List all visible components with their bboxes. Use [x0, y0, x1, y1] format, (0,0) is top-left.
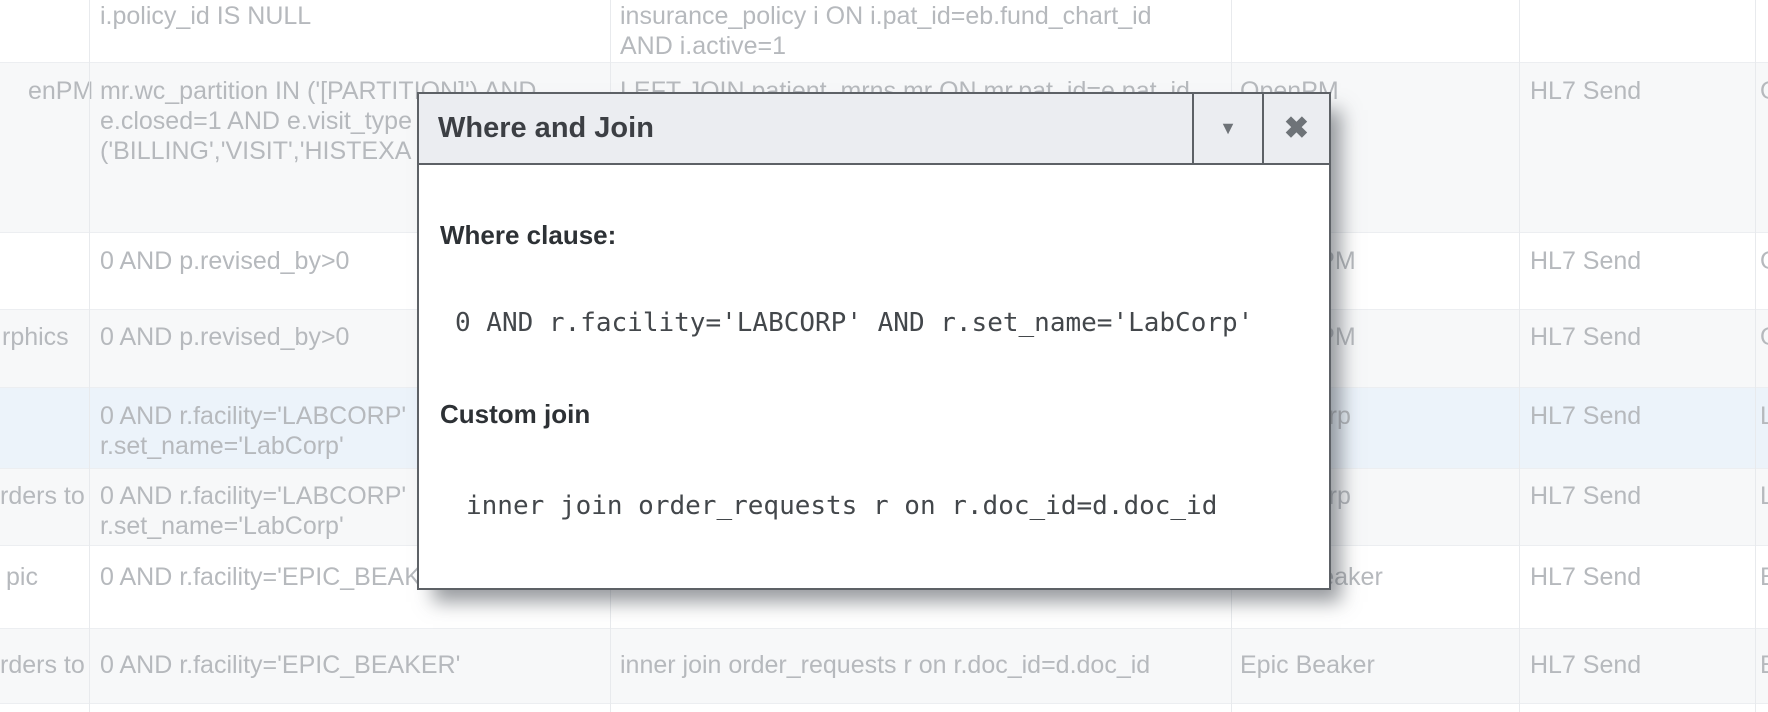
cell-action: HL7 Send	[1530, 247, 1642, 275]
cell-action: HL7 Send	[1530, 77, 1642, 105]
dialog-title: Where and Join	[438, 112, 654, 144]
cell-name: enPM	[28, 77, 94, 105]
cell-action: HL7 Send	[1530, 323, 1642, 351]
cell-where: mr.wc_partition IN ('[PARTITION]') AND e…	[100, 77, 537, 165]
cell-where: i.policy_id IS NULL	[100, 2, 312, 30]
cell-source: Epic Beaker	[1240, 651, 1375, 679]
cell-extra: L	[1760, 482, 1768, 510]
cell-action: HL7 Send	[1530, 651, 1642, 679]
where-clause-label: Where clause:	[440, 220, 617, 250]
cell-where: 0 AND p.revised_by>0	[100, 323, 350, 351]
cell-join: insurance_policy i ON i.pat_id=eb.fund_c…	[620, 2, 1152, 60]
cell-extra: L	[1760, 402, 1768, 430]
cell-name: rphics	[2, 323, 69, 351]
cell-where: 0 AND r.facility='EPIC_BEAKER'	[100, 563, 461, 591]
chevron-down-icon: ▼	[1219, 118, 1237, 138]
cell-where: 0 AND r.facility='EPIC_BEAKER'	[100, 651, 461, 679]
cell-action: HL7 Send	[1530, 402, 1642, 430]
table-row[interactable]: i.policy_id IS NULL insurance_policy i O…	[0, 0, 1768, 62]
dialog-titlebar[interactable]: Where and Join ▼ ✖	[419, 94, 1329, 165]
cell-extra: O	[1760, 322, 1768, 352]
custom-join-label: Custom join	[440, 399, 591, 429]
where-and-join-dialog: Where and Join ▼ ✖ Where clause: 0 AND r…	[417, 92, 1331, 590]
cell-join: LEFT JOIN patient_mrns mr ON mr.pat_id=e…	[620, 77, 1190, 105]
cell-where: 0 AND r.facility='LABCORP' r.set_name='L…	[100, 482, 407, 540]
close-button[interactable]: ✖	[1262, 94, 1329, 163]
cell-name: rders to	[0, 482, 85, 510]
cell-join: inner join order_requests r on r.doc_id=…	[620, 651, 1151, 679]
collapse-button[interactable]: ▼	[1192, 94, 1262, 163]
cell-where: 0 AND p.revised_by>0	[100, 247, 350, 275]
table-row	[0, 703, 1768, 712]
table-row[interactable]: rders to 0 AND r.facility='EPIC_BEAKER' …	[0, 628, 1768, 703]
column-divider	[1519, 0, 1520, 712]
cell-extra: E	[1760, 562, 1768, 592]
where-clause-value: 0 AND r.facility='LABCORP' AND r.set_nam…	[455, 308, 1254, 338]
cell-name: rders to	[0, 651, 85, 679]
cell-name: pic	[6, 563, 38, 591]
cell-extra: O	[1760, 76, 1768, 106]
dialog-body: Where clause: 0 AND r.facility='LABCORP'…	[419, 165, 1329, 588]
column-divider	[1755, 0, 1756, 712]
cell-action: HL7 Send	[1530, 482, 1642, 510]
column-divider	[89, 0, 90, 712]
cell-action: HL7 Send	[1530, 563, 1642, 591]
custom-join-value: inner join order_requests r on r.doc_id=…	[466, 491, 1218, 521]
cell-extra: O	[1760, 246, 1768, 276]
cell-extra: E	[1760, 650, 1768, 680]
cell-where: 0 AND r.facility='LABCORP' r.set_name='L…	[100, 402, 407, 460]
close-icon: ✖	[1283, 112, 1310, 145]
